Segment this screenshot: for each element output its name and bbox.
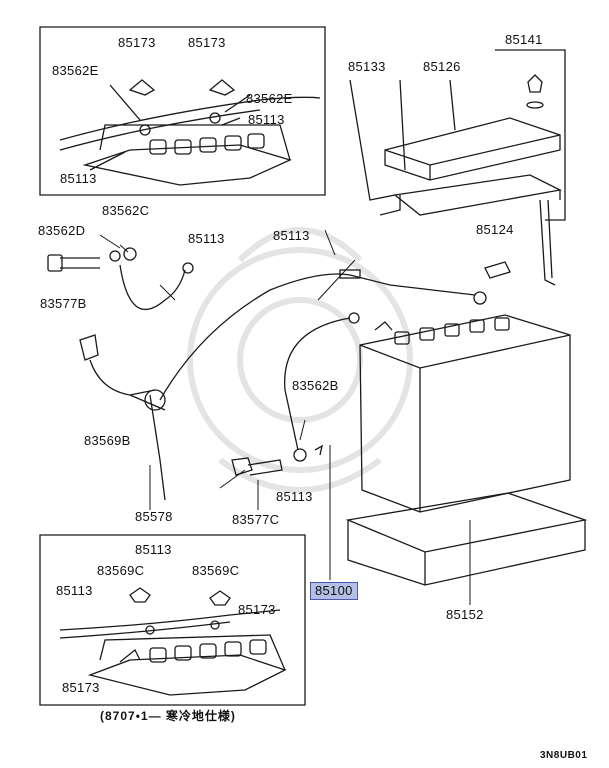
label-83562C: 83562C <box>102 203 150 218</box>
battery-cover <box>349 79 563 216</box>
label-83562B: 83562B <box>292 378 339 393</box>
label-83569C-a: 83569C <box>97 563 145 578</box>
drawing-code: 3N8UB01 <box>540 750 588 761</box>
cable-83562B <box>284 312 360 462</box>
watermark-emblem <box>187 227 413 493</box>
label-85173-c: 85173 <box>238 602 276 617</box>
terminal-posts-top <box>149 133 265 155</box>
label-83569C-b: 83569C <box>192 563 240 578</box>
inset-note: (8707•1— 寒冷地仕様) <box>100 709 236 723</box>
label-85152: 85152 <box>446 607 484 622</box>
label-85113-top: 85113 <box>248 112 285 127</box>
label-85173-b: 85173 <box>188 35 226 50</box>
tray-85152 <box>345 492 588 586</box>
label-85141: 85141 <box>505 32 543 47</box>
battery-85100 <box>359 314 571 513</box>
label-85113-mid: 85113 <box>188 231 225 246</box>
leader-lines <box>99 229 471 605</box>
label-83577B: 83577B <box>40 296 87 311</box>
small-cable-assembly <box>47 247 194 396</box>
label-85113-lower: 85113 <box>276 489 313 504</box>
label-83577C: 83577C <box>232 512 280 527</box>
label-83569B: 83569B <box>84 433 131 448</box>
bolt-83577C <box>231 457 283 476</box>
hold-down-rod <box>495 49 566 286</box>
label-83562D: 83562D <box>38 223 86 238</box>
label-85113-inset2: 85113 <box>135 542 172 557</box>
label-83562E-b: 83562E <box>246 91 293 106</box>
label-85113-cable: 85113 <box>273 228 310 243</box>
label-85133: 85133 <box>348 59 386 74</box>
inset-top-left <box>39 26 326 196</box>
main-cable <box>129 269 487 501</box>
clip-85124 <box>484 261 511 279</box>
label-85578: 85578 <box>135 509 173 524</box>
label-85126: 85126 <box>423 59 461 74</box>
label-85113-topleft: 85113 <box>60 171 97 186</box>
label-85124: 85124 <box>476 222 514 237</box>
label-85173-d: 85173 <box>62 680 100 695</box>
label-85173-a: 85173 <box>118 35 156 50</box>
label-83562E-a: 83562E <box>52 63 99 78</box>
label-85100-highlighted[interactable]: 85100 <box>310 582 358 600</box>
label-85113-inset2left: 85113 <box>56 583 93 598</box>
inset-bottom-left <box>39 534 306 706</box>
